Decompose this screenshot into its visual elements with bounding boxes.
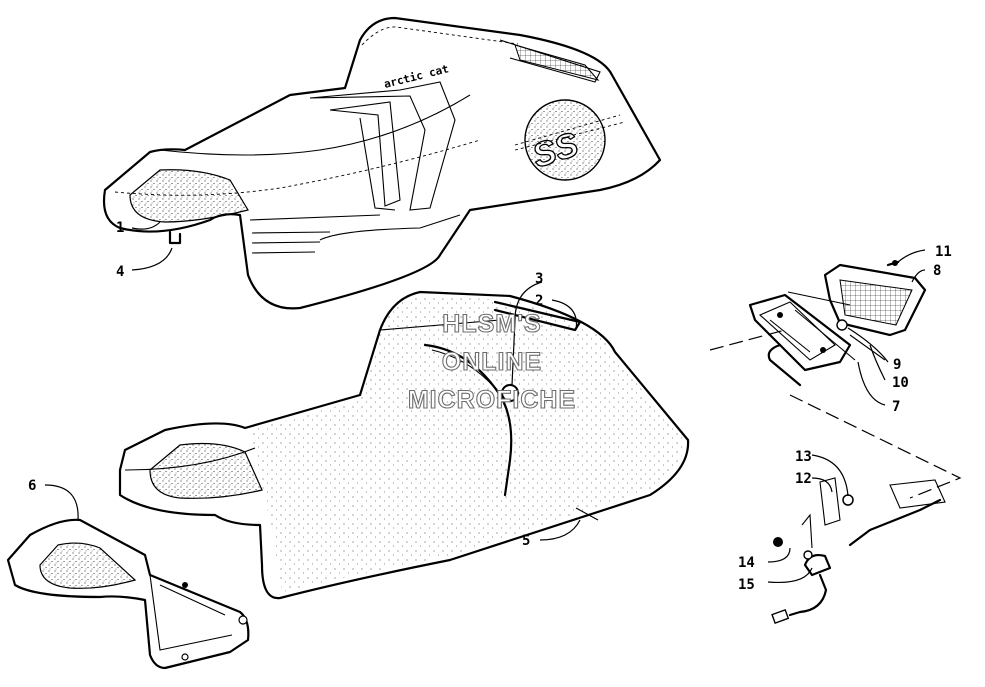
callout-11: 11 <box>935 244 952 260</box>
seat-base <box>6 518 250 670</box>
seat-cover-grommet <box>501 384 519 402</box>
ss-logo-badge <box>524 99 606 181</box>
callout-7: 7 <box>892 399 900 415</box>
callout-10: 10 <box>892 375 909 391</box>
wiring-harness <box>771 477 946 624</box>
callout-13: 13 <box>795 449 812 465</box>
watermark-line-3: MICROFICHE <box>408 386 576 414</box>
callout-1: 1 <box>116 220 124 236</box>
callout-14: 14 <box>738 555 755 571</box>
leader-lines <box>44 221 926 584</box>
taillight-assembly <box>709 260 962 499</box>
watermark-line-1: HLSM'S <box>442 310 541 338</box>
callout-9: 9 <box>893 357 901 373</box>
watermark: HLSM'S ONLINE MICROFICHE <box>407 309 576 414</box>
seat-assembly: SS arctic cat <box>102 16 662 310</box>
callout-4: 4 <box>116 264 124 280</box>
callout-6: 6 <box>28 478 36 494</box>
callout-2: 2 <box>535 293 543 309</box>
callout-5: 5 <box>522 533 530 549</box>
watermark-line-2: ONLINE <box>442 348 542 376</box>
callout-8: 8 <box>933 263 941 279</box>
seat-cover <box>118 290 690 600</box>
callout-15: 15 <box>738 577 755 593</box>
callouts: 1 2 3 4 5 6 7 8 9 10 11 12 13 14 15 <box>28 220 952 593</box>
callout-3: 3 <box>535 271 543 287</box>
callout-12: 12 <box>795 471 812 487</box>
